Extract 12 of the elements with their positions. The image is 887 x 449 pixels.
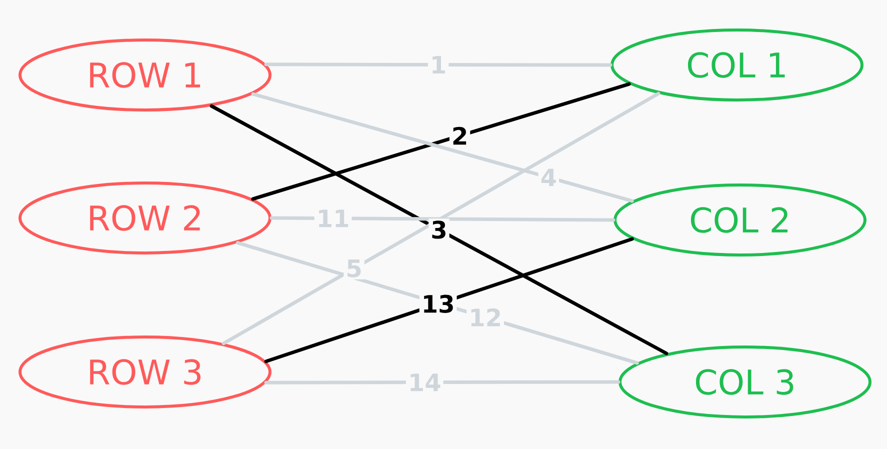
edge-label: 2 [449,124,470,147]
connector-line [264,62,612,67]
ellipse-node: COL 1 [610,28,864,102]
connector-line [264,380,620,384]
ellipse-node: COL 3 [618,346,872,418]
connector-line [270,216,616,222]
ellipse-node: ROW 1 [18,38,272,112]
ellipse-node: COL 2 [614,184,866,256]
edge-label: 13 [419,292,457,315]
edge-label: 3 [428,218,450,241]
ellipse-node: ROW 2 [18,182,272,254]
ellipse-node: ROW 3 [18,336,272,408]
